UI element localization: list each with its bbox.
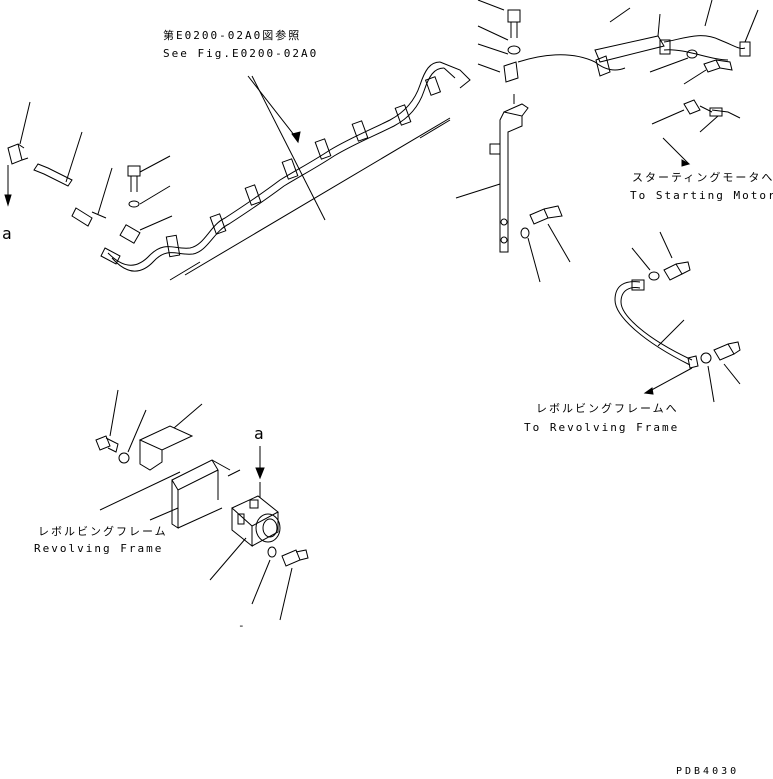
main-cable — [107, 61, 471, 281]
relay-bolt — [251, 546, 309, 621]
bottom-bracket — [99, 459, 241, 529]
tick-mark: - — [238, 619, 247, 632]
revolving-frame-upper-jp: レボルビングフレームへ — [536, 402, 679, 415]
left-terminal — [4, 101, 31, 207]
revolving-cable — [614, 231, 741, 403]
vertical-bracket — [455, 94, 529, 253]
starting-motor-jp: スターティングモータへ — [632, 171, 773, 184]
revolving-frame-lower-jp: レボルビングフレーム — [38, 525, 168, 538]
ref-figure-jp: 第E0200-02A0図参照 — [163, 29, 302, 42]
bottom-bolt — [95, 389, 147, 464]
left-cable-ends — [71, 207, 141, 265]
revolving-frame-lower-en: Revolving Frame — [34, 542, 164, 555]
drawing-code: PDB4030 — [676, 766, 740, 777]
starting-motor-en: To Starting Motor — [630, 189, 773, 202]
left-bolt — [127, 155, 173, 231]
top-bolt — [477, 0, 521, 55]
ref-figure-en: See Fig.E0200-02A0 — [163, 47, 319, 60]
leader-lines — [247, 75, 326, 221]
starter-wiring — [517, 0, 759, 167]
revolving-frame-upper-en: To Revolving Frame — [524, 421, 680, 434]
bottom-cover — [138, 403, 203, 471]
view-mark-a-bottom: a — [254, 424, 264, 443]
clamp-top-center — [477, 61, 519, 83]
relay — [209, 446, 281, 581]
bracket-bolt — [520, 205, 571, 283]
view-mark-a-left: a — [2, 224, 12, 243]
cable-clamps — [165, 76, 442, 258]
left-wire — [33, 131, 83, 187]
